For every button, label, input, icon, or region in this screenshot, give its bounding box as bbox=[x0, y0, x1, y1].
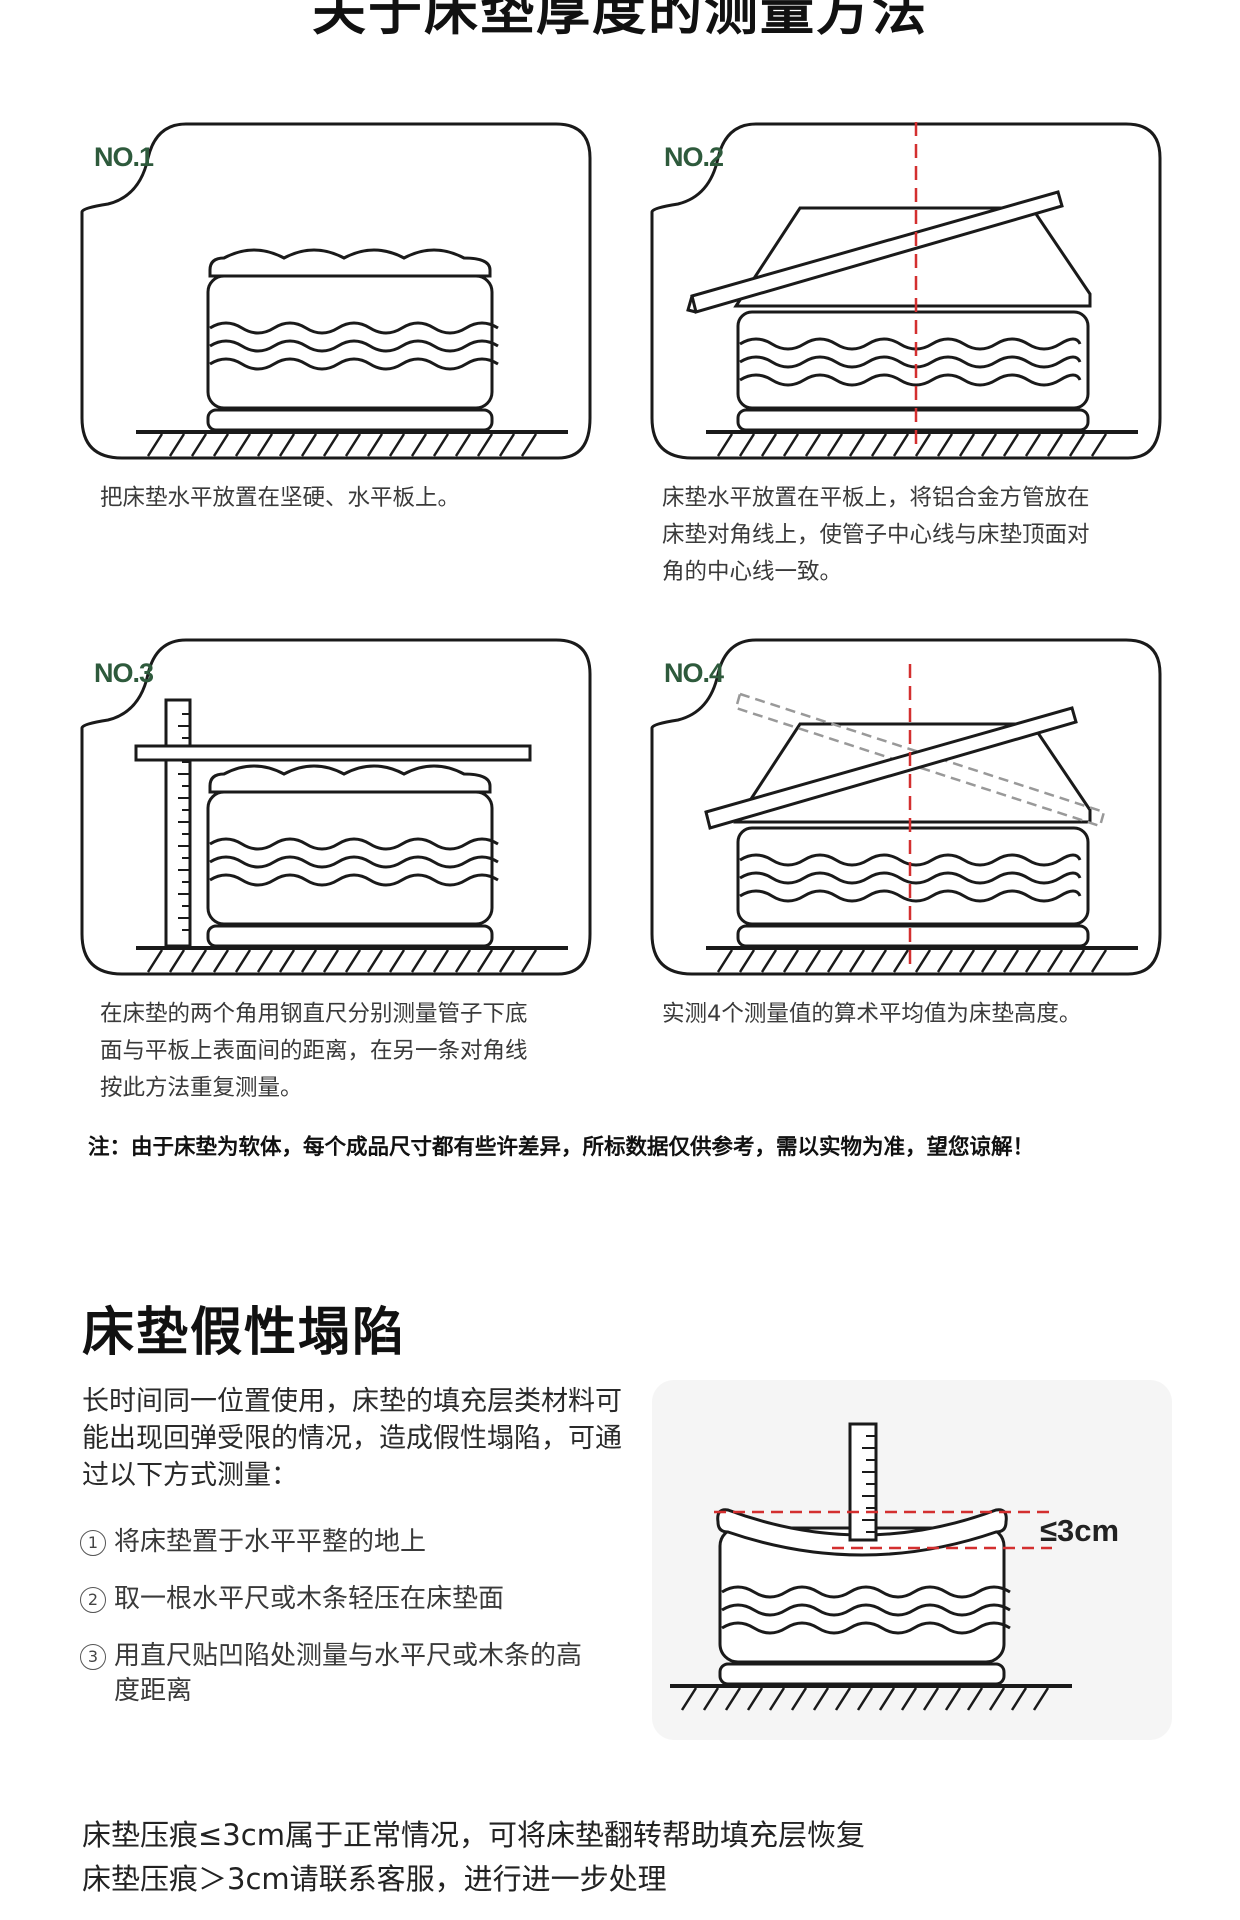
mattress-diagram-2 bbox=[650, 122, 1162, 460]
disclaimer-note: 注：由于床垫为软体，每个成品尺寸都有些许差异，所标数据仅供参考，需以实物为准，望… bbox=[88, 1135, 1035, 1160]
method-item: 1 将床垫置于水平平整的地上 bbox=[80, 1525, 600, 1560]
step-badge: NO.1 bbox=[94, 142, 154, 172]
section-intro: 长时间同一位置使用，床垫的填充层类材料可能出现回弹受限的情况，造成假性塌陷，可通… bbox=[82, 1386, 622, 1491]
method-item: 2 取一根水平尺或木条轻压在床垫面 bbox=[80, 1582, 600, 1617]
step-line: 床垫水平放置在平板上，将铝合金方管放在 bbox=[662, 485, 1090, 511]
step-panel-2: NO.2 床垫水平放置在平板上，将铝合金方管放在 床垫对角线上，使管子中心线与床… bbox=[648, 118, 1188, 585]
step-badge: NO.4 bbox=[664, 658, 724, 688]
page-title: 关于床垫厚度的测量方法 bbox=[312, 0, 928, 42]
sag-measure-illustration bbox=[652, 1380, 1172, 1740]
method-text: 用直尺贴凹陷处测量与水平尺或木条的高度距离 bbox=[114, 1641, 583, 1706]
step-line: 把床垫水平放置在坚硬、水平板上。 bbox=[100, 485, 461, 511]
method-list: 1 将床垫置于水平平整的地上 2 取一根水平尺或木条轻压在床垫面 3 用直尺贴凹… bbox=[80, 1525, 600, 1731]
mattress-diagram-3 bbox=[80, 638, 592, 976]
method-text: 将床垫置于水平平整的地上 bbox=[114, 1527, 427, 1557]
step-line: 面与平板上表面间的距离，在另一条对角线 bbox=[100, 1038, 528, 1064]
footer-contact-note: 床垫压痕＞3cm请联系客服，进行进一步处理 bbox=[82, 1862, 667, 1896]
step-badge: NO.2 bbox=[664, 142, 724, 172]
step-line: 在床垫的两个角用钢直尺分别测量管子下底 bbox=[100, 1001, 528, 1027]
step-panel-4: NO.4 实测4个测量值的算术平均值为床垫高度。 bbox=[648, 634, 1188, 1079]
step-number-icon: 2 bbox=[80, 1587, 106, 1613]
step-badge: NO.3 bbox=[94, 658, 154, 688]
step-description: 在床垫的两个角用钢直尺分别测量管子下底 面与平板上表面间的距离，在另一条对角线 … bbox=[100, 996, 620, 1107]
section-title: 床垫假性塌陷 bbox=[82, 1303, 407, 1363]
mattress-diagram-4 bbox=[650, 638, 1162, 976]
method-text: 取一根水平尺或木条轻压在床垫面 bbox=[114, 1584, 505, 1614]
step-panel-3: NO.3 在床垫的两个角用钢直尺分别测量管子下底 面与平板上表面间的距离，在另一… bbox=[78, 634, 618, 1104]
step-description: 实测4个测量值的算术平均值为床垫高度。 bbox=[662, 996, 1182, 1033]
step-line: 角的中心线一致。 bbox=[662, 559, 843, 585]
step-line: 实测4个测量值的算术平均值为床垫高度。 bbox=[662, 1001, 1082, 1027]
step-panel-1: NO.1 把床垫水平放置在坚硬、水平板上。 bbox=[78, 118, 598, 563]
method-item: 3 用直尺贴凹陷处测量与水平尺或木条的高度距离 bbox=[80, 1639, 600, 1709]
step-line: 床垫对角线上，使管子中心线与床垫顶面对 bbox=[662, 522, 1090, 548]
step-description: 把床垫水平放置在坚硬、水平板上。 bbox=[100, 480, 590, 517]
step-line: 按此方法重复测量。 bbox=[100, 1075, 303, 1101]
limit-label: ≤3cm bbox=[1040, 1513, 1120, 1548]
sag-diagram bbox=[670, 1422, 1072, 1711]
step-description: 床垫水平放置在平板上，将铝合金方管放在 床垫对角线上，使管子中心线与床垫顶面对 … bbox=[662, 480, 1182, 591]
mattress-diagram-1 bbox=[80, 122, 592, 460]
footer-normal-note: 床垫压痕≤3cm属于正常情况，可将床垫翻转帮助填充层恢复 bbox=[82, 1818, 865, 1852]
step-number-icon: 1 bbox=[80, 1530, 106, 1556]
step-number-icon: 3 bbox=[80, 1644, 106, 1670]
